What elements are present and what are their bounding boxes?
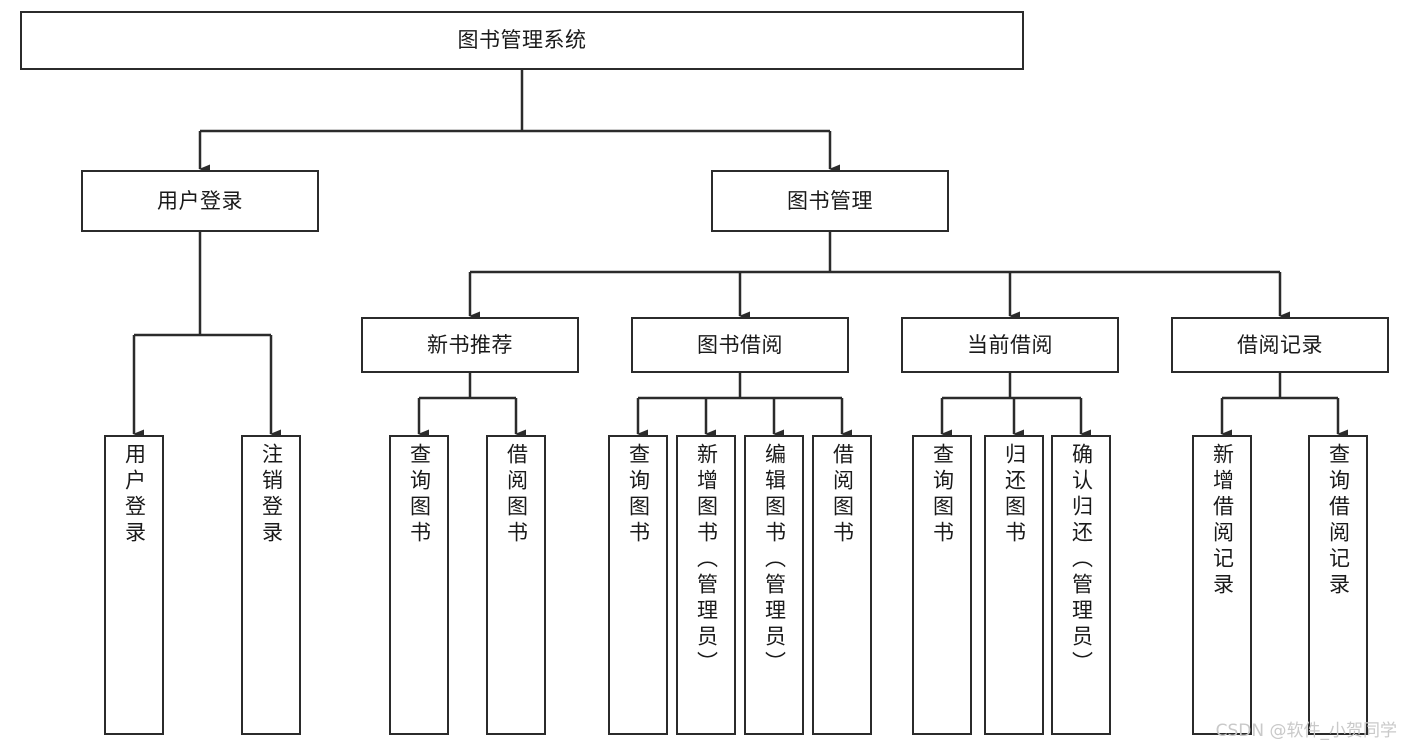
node-leaf-query-book-1[interactable]: 查询图书 <box>389 435 449 735</box>
node-borrow-record[interactable]: 借阅记录 <box>1171 317 1389 373</box>
node-label: 借阅图书 <box>504 443 529 547</box>
node-label: 用户登录 <box>157 188 243 213</box>
node-current-borrow[interactable]: 当前借阅 <box>901 317 1119 373</box>
node-label: 图书管理系统 <box>457 28 587 53</box>
node-leaf-query-book-2[interactable]: 查询图书 <box>608 435 668 735</box>
node-label: 新增图书（管理员） <box>694 443 719 677</box>
node-leaf-borrow-book-2[interactable]: 借阅图书 <box>812 435 872 735</box>
node-leaf-return-book[interactable]: 归还图书 <box>984 435 1044 735</box>
node-label: 查询借阅记录 <box>1326 443 1351 599</box>
node-leaf-borrow-book-1[interactable]: 借阅图书 <box>486 435 546 735</box>
node-leaf-query-book-3[interactable]: 查询图书 <box>912 435 972 735</box>
node-label: 新书推荐 <box>427 332 513 357</box>
node-label: 用户登录 <box>122 443 147 547</box>
node-leaf-user-login[interactable]: 用户登录 <box>104 435 164 735</box>
node-label: 新增借阅记录 <box>1210 443 1235 599</box>
node-book-manage[interactable]: 图书管理 <box>711 170 949 232</box>
node-label: 归还图书 <box>1002 443 1027 547</box>
node-label: 当前借阅 <box>967 332 1053 357</box>
node-label: 借阅记录 <box>1237 332 1323 357</box>
node-label: 图书管理 <box>787 188 873 213</box>
node-label: 查询图书 <box>930 443 955 547</box>
node-leaf-query-borrow-record[interactable]: 查询借阅记录 <box>1308 435 1368 735</box>
node-label: 查询图书 <box>407 443 432 547</box>
node-label: 确认归还（管理员） <box>1069 443 1094 677</box>
node-label: 图书借阅 <box>697 332 783 357</box>
node-label: 查询图书 <box>626 443 651 547</box>
connector-group <box>132 70 1348 439</box>
node-leaf-add-borrow-record[interactable]: 新增借阅记录 <box>1192 435 1252 735</box>
node-leaf-user-logout[interactable]: 注销登录 <box>241 435 301 735</box>
node-leaf-add-book[interactable]: 新增图书（管理员） <box>676 435 736 735</box>
node-root[interactable]: 图书管理系统 <box>20 11 1024 70</box>
node-label: 借阅图书 <box>830 443 855 547</box>
node-label: 注销登录 <box>259 443 284 547</box>
node-label: 编辑图书（管理员） <box>762 443 787 677</box>
node-leaf-confirm-return[interactable]: 确认归还（管理员） <box>1051 435 1111 735</box>
node-user-login[interactable]: 用户登录 <box>81 170 319 232</box>
node-book-borrow[interactable]: 图书借阅 <box>631 317 849 373</box>
node-new-book-recommend[interactable]: 新书推荐 <box>361 317 579 373</box>
node-leaf-edit-book[interactable]: 编辑图书（管理员） <box>744 435 804 735</box>
